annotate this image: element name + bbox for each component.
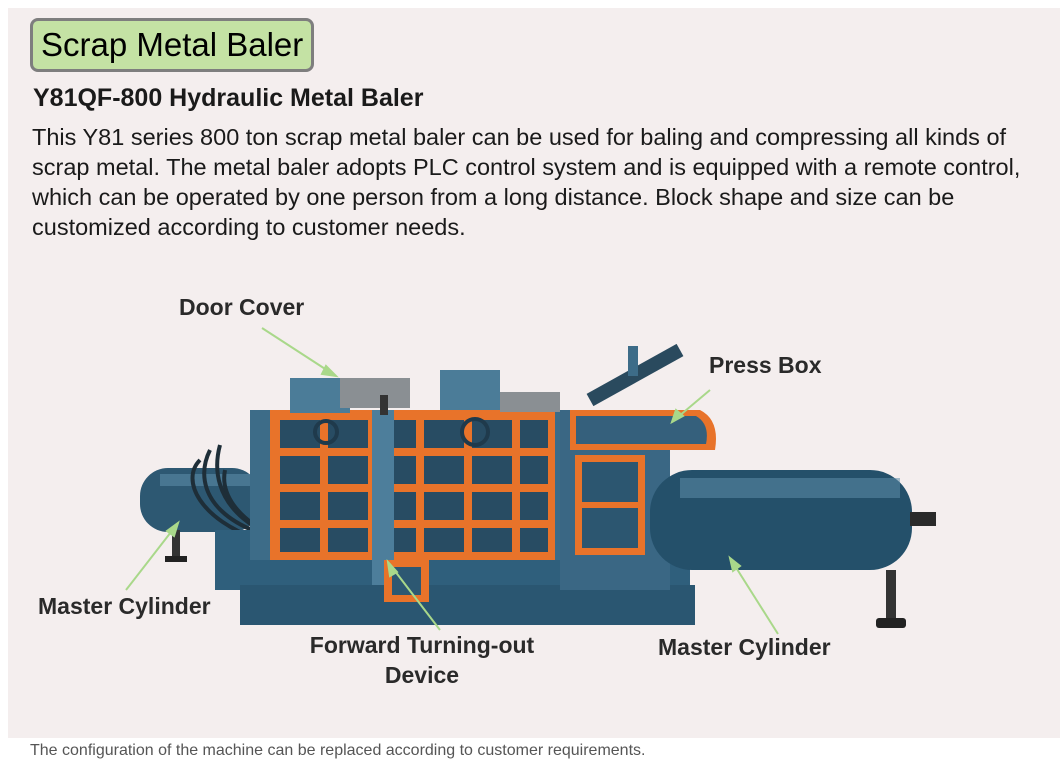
callout-forward-turning-line2: Device	[384, 662, 460, 688]
callout-forward-turning-line1: Forward Turning-out	[309, 632, 535, 658]
callout-press-box: Press Box	[709, 352, 822, 378]
callout-door-cover: Door Cover	[179, 294, 305, 320]
callout-master-cylinder-left: Master Cylinder	[38, 593, 211, 619]
product-title: Y81QF-800 Hydraulic Metal Baler	[33, 84, 424, 112]
callout-forward-turning-out-device: Forward Turning-out Device	[292, 630, 552, 690]
product-description: This Y81 series 800 ton scrap metal bale…	[32, 124, 1021, 240]
configuration-footnote: The configuration of the machine can be …	[30, 742, 646, 759]
machine-body	[215, 343, 716, 625]
right-master-cylinder	[650, 470, 936, 628]
callout-pointers	[125, 327, 779, 635]
baler-machine-illustration	[125, 327, 936, 635]
callout-master-cylinder-right: Master Cylinder	[658, 634, 831, 660]
category-badge: Scrap Metal Baler	[30, 18, 315, 72]
